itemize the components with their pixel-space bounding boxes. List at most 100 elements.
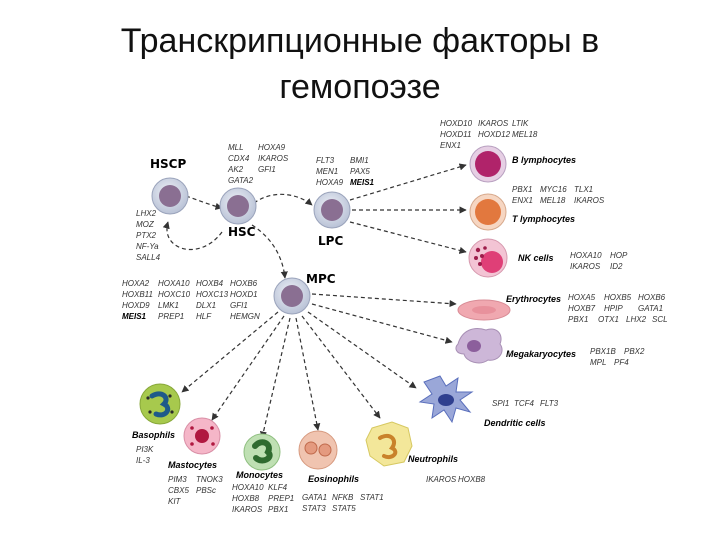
arrow-mpc-to-neut <box>301 315 381 419</box>
arrow-lpc-to-b <box>349 163 467 201</box>
arrow-mpc-to-mast <box>211 315 285 421</box>
arrow-lpc-to-nk <box>349 221 467 254</box>
label-hscp: HSCP <box>150 157 186 171</box>
cell-basophil: Basophils <box>132 383 181 440</box>
label-eosinophils: Eosinophils <box>308 474 359 484</box>
svg-text:IL-3: IL-3 <box>136 456 150 465</box>
label-erythrocytes: Erythrocytes <box>506 294 561 304</box>
lineage-arrows <box>162 163 467 439</box>
cell-b-lymphocyte: B lymphocytes <box>469 145 576 183</box>
cell-mastocyte: Mastocytes <box>168 417 221 470</box>
svg-text:MOZ: MOZ <box>136 220 155 229</box>
label-basophils: Basophils <box>132 430 175 440</box>
cell-neutrophil: Neutrophils <box>365 421 458 467</box>
label-megakaryocytes: Megakaryocytes <box>506 349 576 359</box>
arrow-mpc-to-mono <box>259 317 291 439</box>
cell-erythrocyte: Erythrocytes <box>457 294 561 321</box>
cell-lpc: LPC <box>313 191 351 248</box>
label-nk-cells: NK cells <box>518 253 554 263</box>
arrow-mpc-to-dc <box>307 311 417 389</box>
arrow-mpc-to-ery <box>311 293 457 308</box>
svg-text:PTX2: PTX2 <box>136 231 157 240</box>
label-lpc: LPC <box>318 234 343 248</box>
svg-text:GATA2: GATA2 <box>228 176 254 185</box>
cell-hsc: HSC <box>219 187 257 239</box>
arrow-hsc-to-lpc <box>253 193 313 206</box>
genes-basophil: PI3K IL-3 <box>136 445 154 465</box>
arrow-hscp-to-hsc <box>185 195 223 210</box>
cell-eosinophil: Eosinophils <box>298 430 359 484</box>
arrow-hsc-to-hscp <box>162 221 223 250</box>
svg-text:PI3K: PI3K <box>136 445 154 454</box>
label-dendritic-cells: Dendritic cells <box>484 418 546 428</box>
label-t-lymphocytes: T lymphocytes <box>512 214 575 224</box>
label-mpc: MPC <box>306 272 336 286</box>
cell-dendritic: Dendritic cells <box>418 375 546 428</box>
cell-hscp: HSCP <box>150 157 189 215</box>
cell-nk: NK cells <box>468 238 554 278</box>
slide-title-line-1: Транскрипционные факторы в <box>120 22 600 60</box>
cell-megakaryocyte: Megakaryocytes <box>455 328 576 364</box>
arrow-mpc-to-mk <box>311 303 453 344</box>
arrow-hsc-to-mpc <box>251 224 288 279</box>
label-neutrophils: Neutrophils <box>408 454 458 464</box>
label-monocytes: Monocytes <box>236 470 283 480</box>
arrow-mpc-to-baso <box>181 311 279 393</box>
genes-hscp-side: LHX2 MOZ PTX2 NF-Ya SALL4 <box>136 209 161 262</box>
svg-text:ENX1: ENX1 <box>440 141 461 150</box>
svg-text:KIT: KIT <box>168 497 182 506</box>
label-b-lymphocytes: B lymphocytes <box>512 155 576 165</box>
cell-t-lymphocyte: T lymphocytes <box>469 193 575 231</box>
label-mastocytes: Mastocytes <box>168 460 217 470</box>
cell-mpc: MPC <box>273 272 336 315</box>
cell-monocyte: Monocytes <box>236 433 283 480</box>
svg-text:SALL4: SALL4 <box>136 253 161 262</box>
svg-text:LHX2: LHX2 <box>136 209 157 218</box>
label-hsc: HSC <box>228 225 256 239</box>
